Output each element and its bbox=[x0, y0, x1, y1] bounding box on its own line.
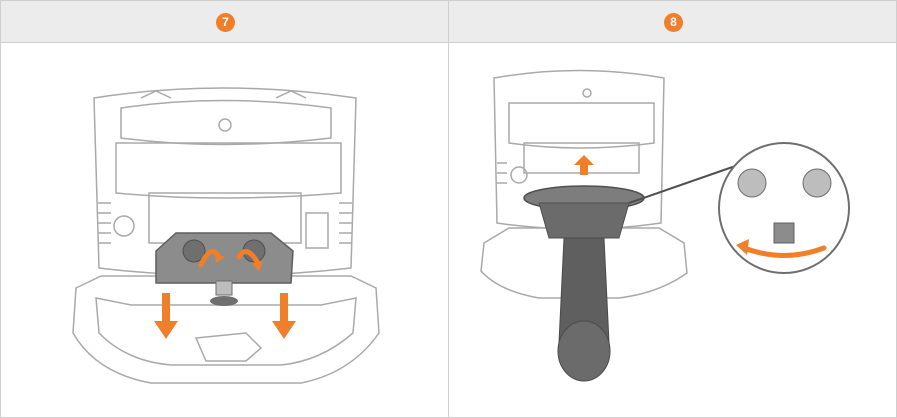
arrow-down-icon bbox=[272, 293, 296, 339]
arrow-down-icon bbox=[154, 293, 178, 339]
step-8-illustration bbox=[480, 69, 850, 382]
step-badge-8: 8 bbox=[664, 13, 683, 32]
step-badge-7: 7 bbox=[216, 13, 235, 32]
arrow-up-icon bbox=[574, 155, 594, 175]
step-7-panel bbox=[1, 43, 448, 417]
panel-divider bbox=[448, 1, 449, 417]
rotate-arrowhead bbox=[736, 239, 749, 255]
portafilter bbox=[523, 185, 645, 382]
rotate-arrow-icon bbox=[741, 245, 827, 258]
step-7-illustration bbox=[72, 87, 380, 384]
rotate-arrowheads bbox=[215, 253, 263, 271]
step-8-panel bbox=[449, 43, 896, 417]
zoom-connector bbox=[628, 162, 745, 204]
zoom-detail bbox=[718, 142, 850, 274]
